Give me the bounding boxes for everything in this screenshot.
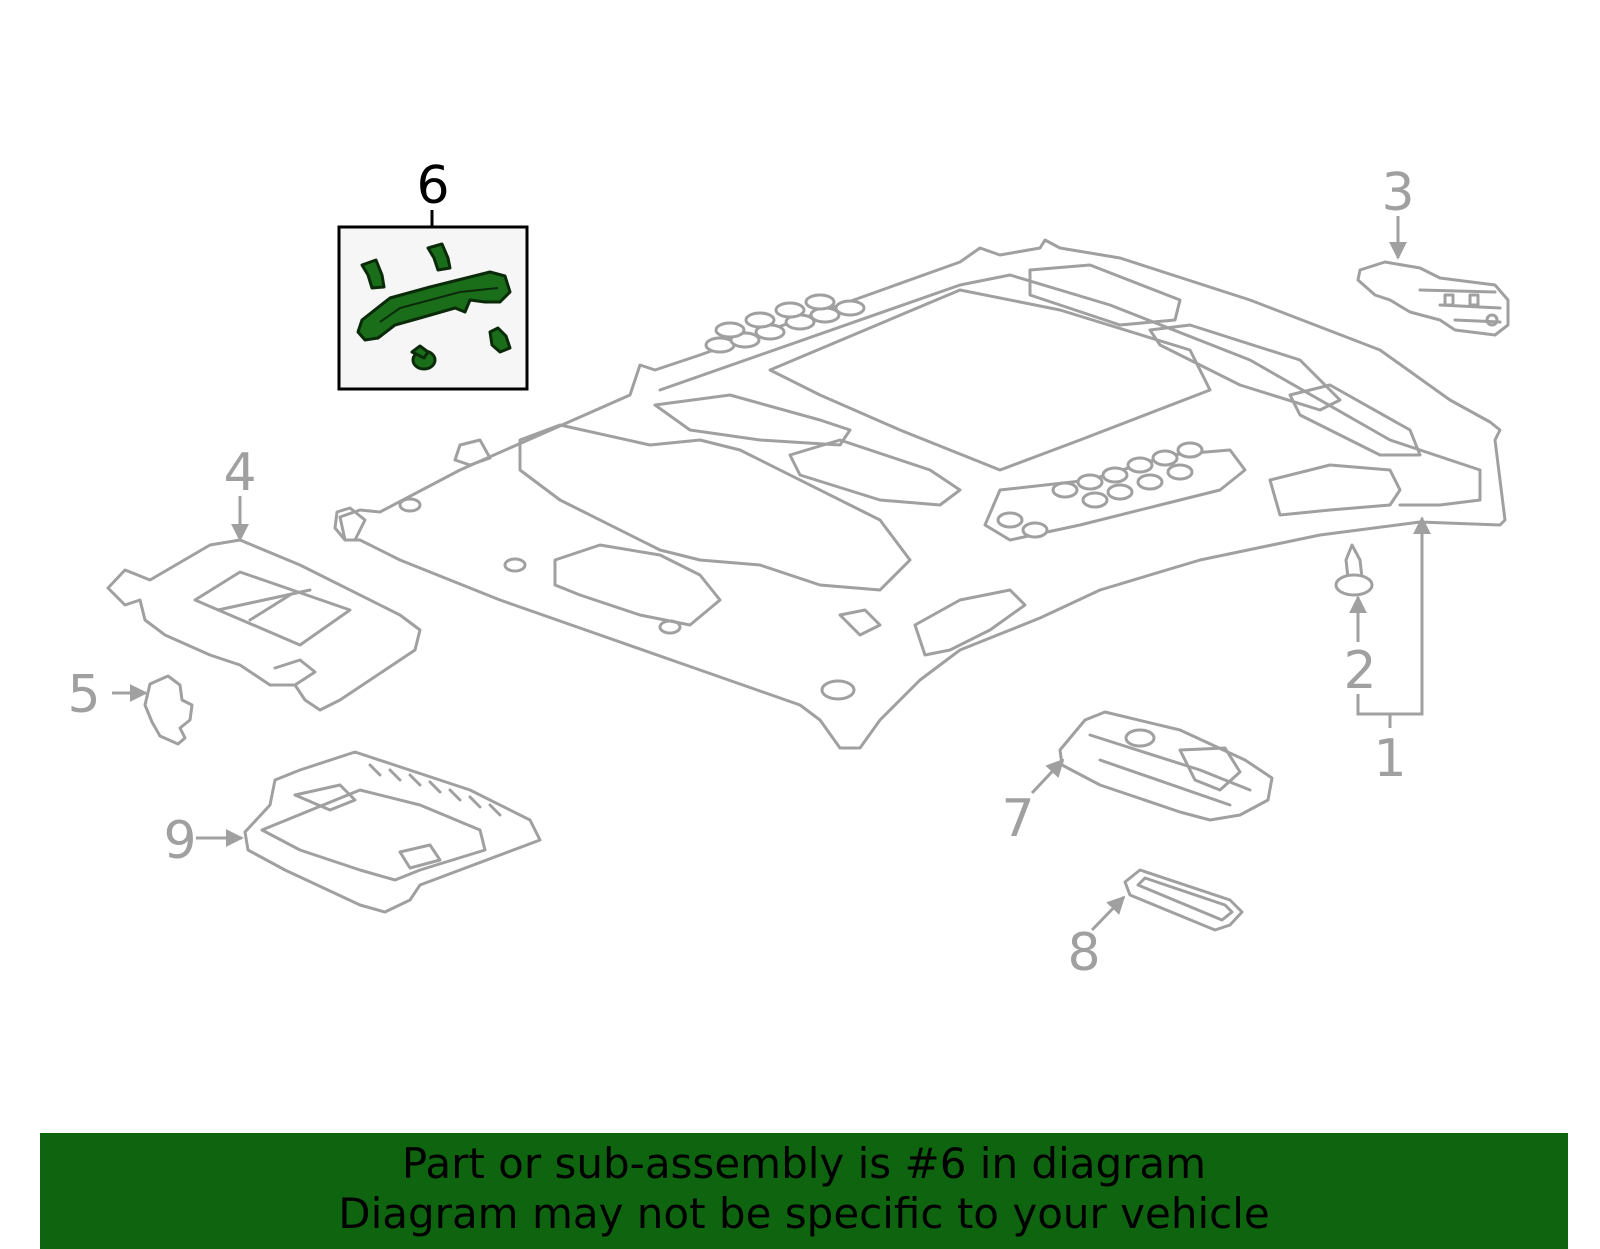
callout-8: 8 xyxy=(1067,923,1100,983)
callout-5: 5 xyxy=(67,665,100,725)
banner-line-2: Diagram may not be specific to your vehi… xyxy=(338,1189,1270,1238)
sun-visor-part[interactable] xyxy=(106,538,422,712)
dome-light-part[interactable] xyxy=(243,750,542,914)
banner-line-1: Part or sub-assembly is #6 in diagram xyxy=(401,1139,1207,1188)
callout-6: 6 xyxy=(416,156,449,216)
callout-3: 3 xyxy=(1381,163,1414,223)
callout-4: 4 xyxy=(223,443,256,503)
leader-lines xyxy=(112,210,1431,932)
headliner-part[interactable] xyxy=(333,238,1507,750)
callout-9: 9 xyxy=(163,811,196,871)
bracket-part[interactable] xyxy=(1356,260,1510,337)
visor-holder-part[interactable] xyxy=(143,674,194,746)
clip-part[interactable] xyxy=(1334,543,1374,597)
callout-1: 1 xyxy=(1373,729,1406,789)
callout-7: 7 xyxy=(1001,789,1034,849)
map-light-part[interactable] xyxy=(1058,710,1274,822)
lens-part[interactable] xyxy=(1123,868,1244,932)
info-banner: Part or sub-assembly is #6 in diagram Di… xyxy=(40,1133,1568,1249)
callout-2: 2 xyxy=(1343,641,1376,701)
grab-handle-part[interactable] xyxy=(337,225,529,391)
